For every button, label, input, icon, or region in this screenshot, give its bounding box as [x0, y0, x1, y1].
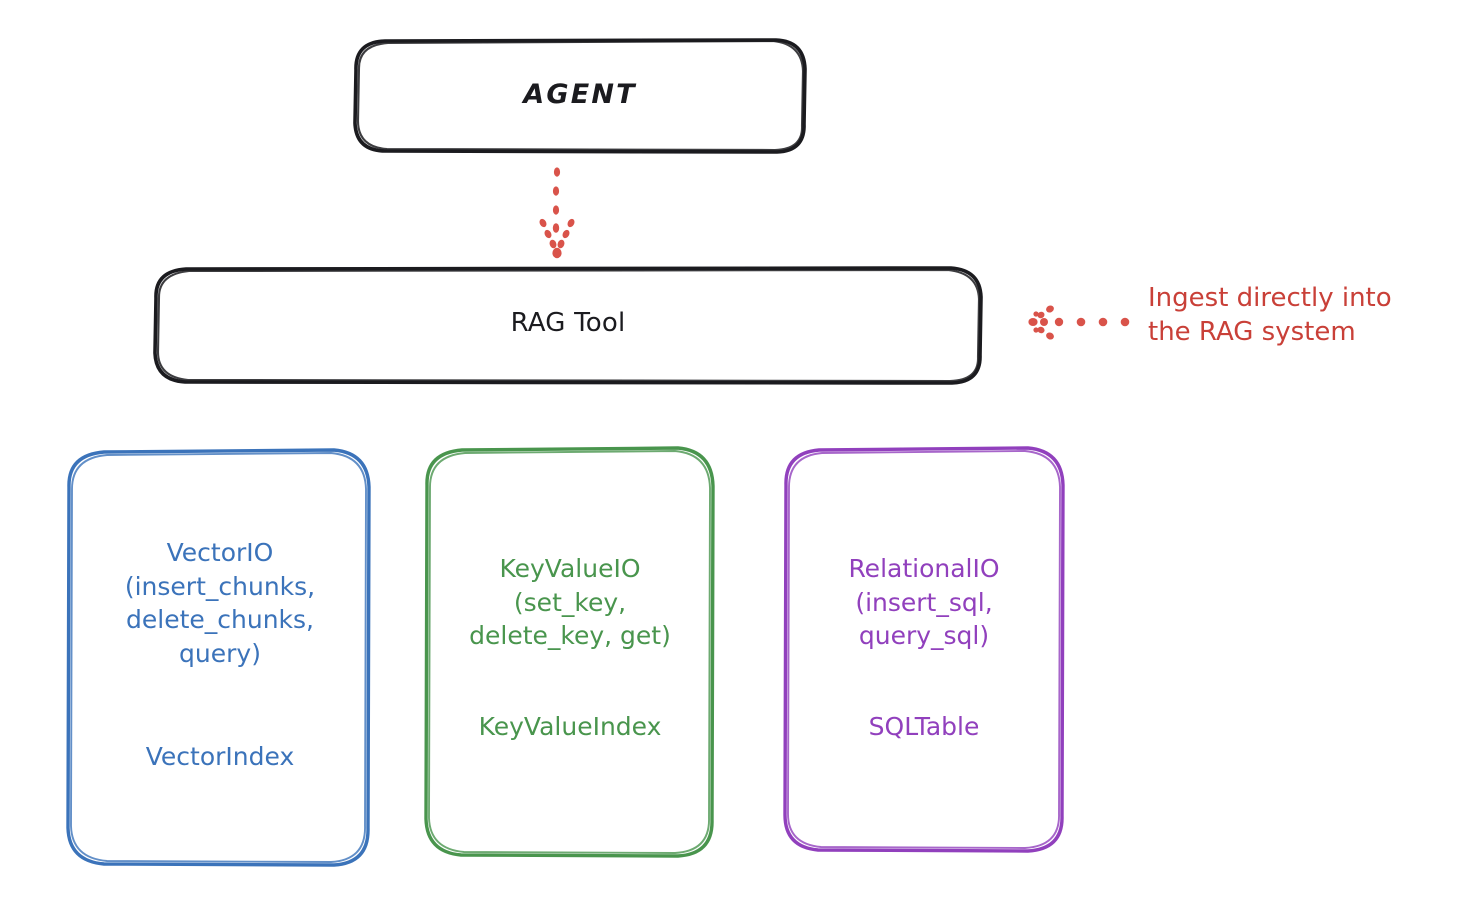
rag-tool-label: RAG Tool: [510, 308, 626, 338]
relational-io-api-label: RelationalIO (insert_sql, query_sql): [848, 554, 1000, 650]
key-value-io-box-outline: [424, 446, 715, 858]
relational-io-node[interactable]: [783, 446, 1065, 853]
key-value-io-api-label: KeyValueIO (set_key, delete_key, get): [469, 554, 671, 650]
ingest-arrow: [1028, 305, 1130, 340]
agent-node[interactable]: [353, 38, 807, 154]
vector-io-index-label: VectorIndex: [145, 742, 295, 771]
agent-box-outline: [353, 38, 807, 154]
agent-to-rag-arrow: [539, 167, 575, 259]
rag-tool-node[interactable]: [153, 266, 983, 385]
agent-label: AGENT: [523, 79, 637, 110]
vector-io-box-outline: [66, 448, 371, 867]
relational-io-box-sketch-overlay: [787, 450, 1061, 849]
relational-io-table-label: SQLTable: [868, 712, 980, 741]
relational-io-box-outline: [783, 446, 1065, 853]
ingest-annotation-text: Ingest directly into the RAG system: [1148, 283, 1392, 348]
vector-io-box-sketch-overlay: [70, 452, 367, 863]
key-value-io-node[interactable]: [424, 446, 715, 858]
key-value-io-box-sketch-overlay: [428, 450, 711, 854]
vector-io-api-label: VectorIO (insert_chunks, delete_chunks, …: [124, 538, 316, 668]
rag-tool-box-sketch-overlay: [156, 268, 981, 383]
key-value-io-index-label: KeyValueIndex: [478, 712, 662, 741]
rag-tool-box-outline: [153, 266, 983, 385]
vector-io-node[interactable]: [66, 448, 371, 867]
agent-box-sketch-overlay: [356, 39, 805, 152]
